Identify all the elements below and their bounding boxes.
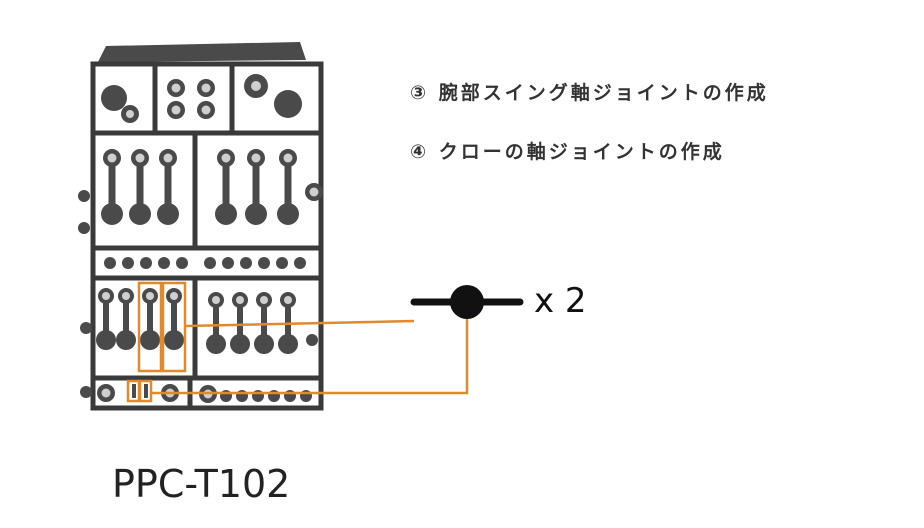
joint-part-icon [410, 285, 524, 319]
sprue-parts-row-1 [101, 74, 302, 123]
sprue-tab [98, 42, 306, 62]
sprue-frame [90, 61, 324, 411]
sprue-parts-row-2 [101, 149, 299, 225]
sprue-parts-row-5 [97, 384, 312, 403]
step-3-instruction: ③ 腕部スイング軸ジョイントの作成 [410, 82, 769, 104]
sprue-part-number: PPC-T102 [112, 462, 291, 506]
highlight-box-peg-1 [137, 281, 163, 373]
highlight-boxes [126, 281, 187, 403]
highlight-box-small-2 [138, 379, 153, 403]
step-4-instruction: ④ クローの軸ジョイントの作成 [410, 141, 725, 163]
leader-lines [151, 314, 469, 395]
sprue-parts-row-3 [104, 257, 306, 269]
quantity-label: x 2 [534, 281, 587, 321]
highlight-box-peg-2 [161, 281, 187, 373]
